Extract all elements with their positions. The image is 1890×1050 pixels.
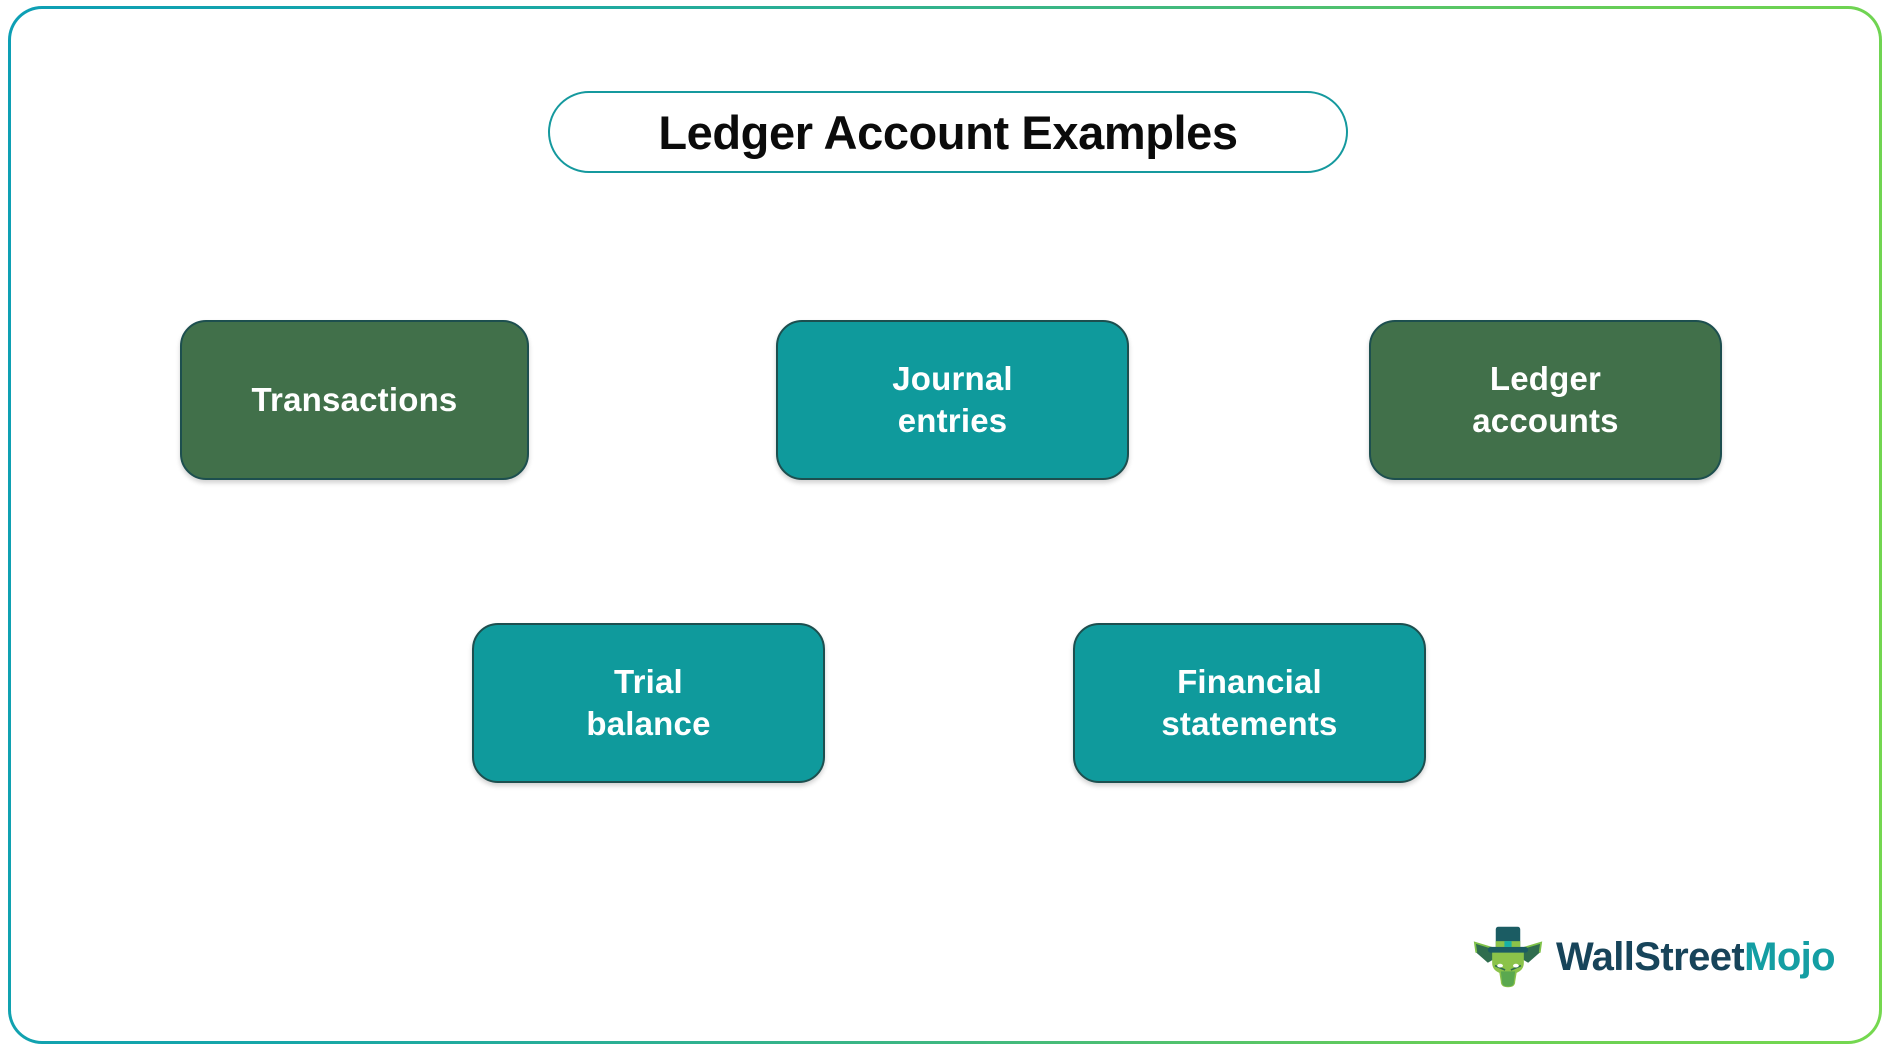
box-label-transactions: Transactions — [251, 380, 458, 418]
box-label-trial-balance: Trial balance — [586, 662, 711, 742]
logo-wordmark: WallStreetMojo — [1555, 934, 1836, 980]
box-label-ledger-accounts: Ledger accounts — [1472, 359, 1619, 439]
logo-wordmark-part1: WallStreet — [1555, 934, 1745, 979]
box-transactions[interactable]: Transactions — [180, 320, 529, 480]
bull-with-top-hat-icon — [1473, 926, 1543, 988]
page-canvas: Ledger Account Examples Transactions Jou… — [11, 9, 1879, 1041]
box-financial-statements[interactable]: Financial statements — [1073, 623, 1426, 783]
box-journal-entries[interactable]: Journal entries — [776, 320, 1129, 480]
box-label-financial-statements: Financial statements — [1161, 662, 1338, 742]
page-title: Ledger Account Examples — [658, 105, 1238, 159]
wallstreetmojo-logo: WallStreetMojo — [1472, 921, 1836, 993]
title-pill: Ledger Account Examples — [548, 91, 1348, 173]
page-border-frame: Ledger Account Examples Transactions Jou… — [8, 6, 1882, 1044]
box-trial-balance[interactable]: Trial balance — [472, 623, 825, 783]
box-ledger-accounts[interactable]: Ledger accounts — [1369, 320, 1722, 480]
logo-wordmark-part2: Mojo — [1744, 934, 1836, 979]
box-label-journal-entries: Journal entries — [892, 359, 1013, 439]
